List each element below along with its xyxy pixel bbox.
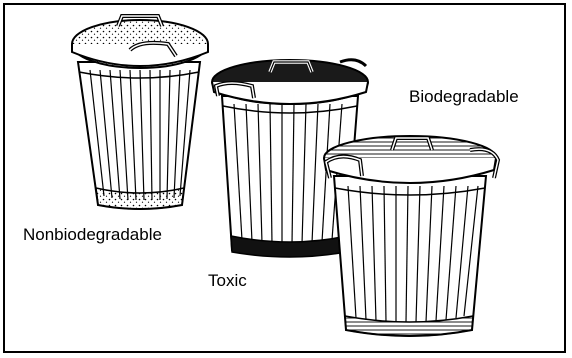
nonbiodegradable-can	[72, 16, 208, 209]
biodegradable-can	[324, 136, 498, 336]
label-biodegradable: Biodegradable	[409, 87, 519, 107]
label-toxic: Toxic	[208, 271, 247, 291]
label-nonbiodegradable: Nonbiodegradable	[23, 225, 162, 245]
